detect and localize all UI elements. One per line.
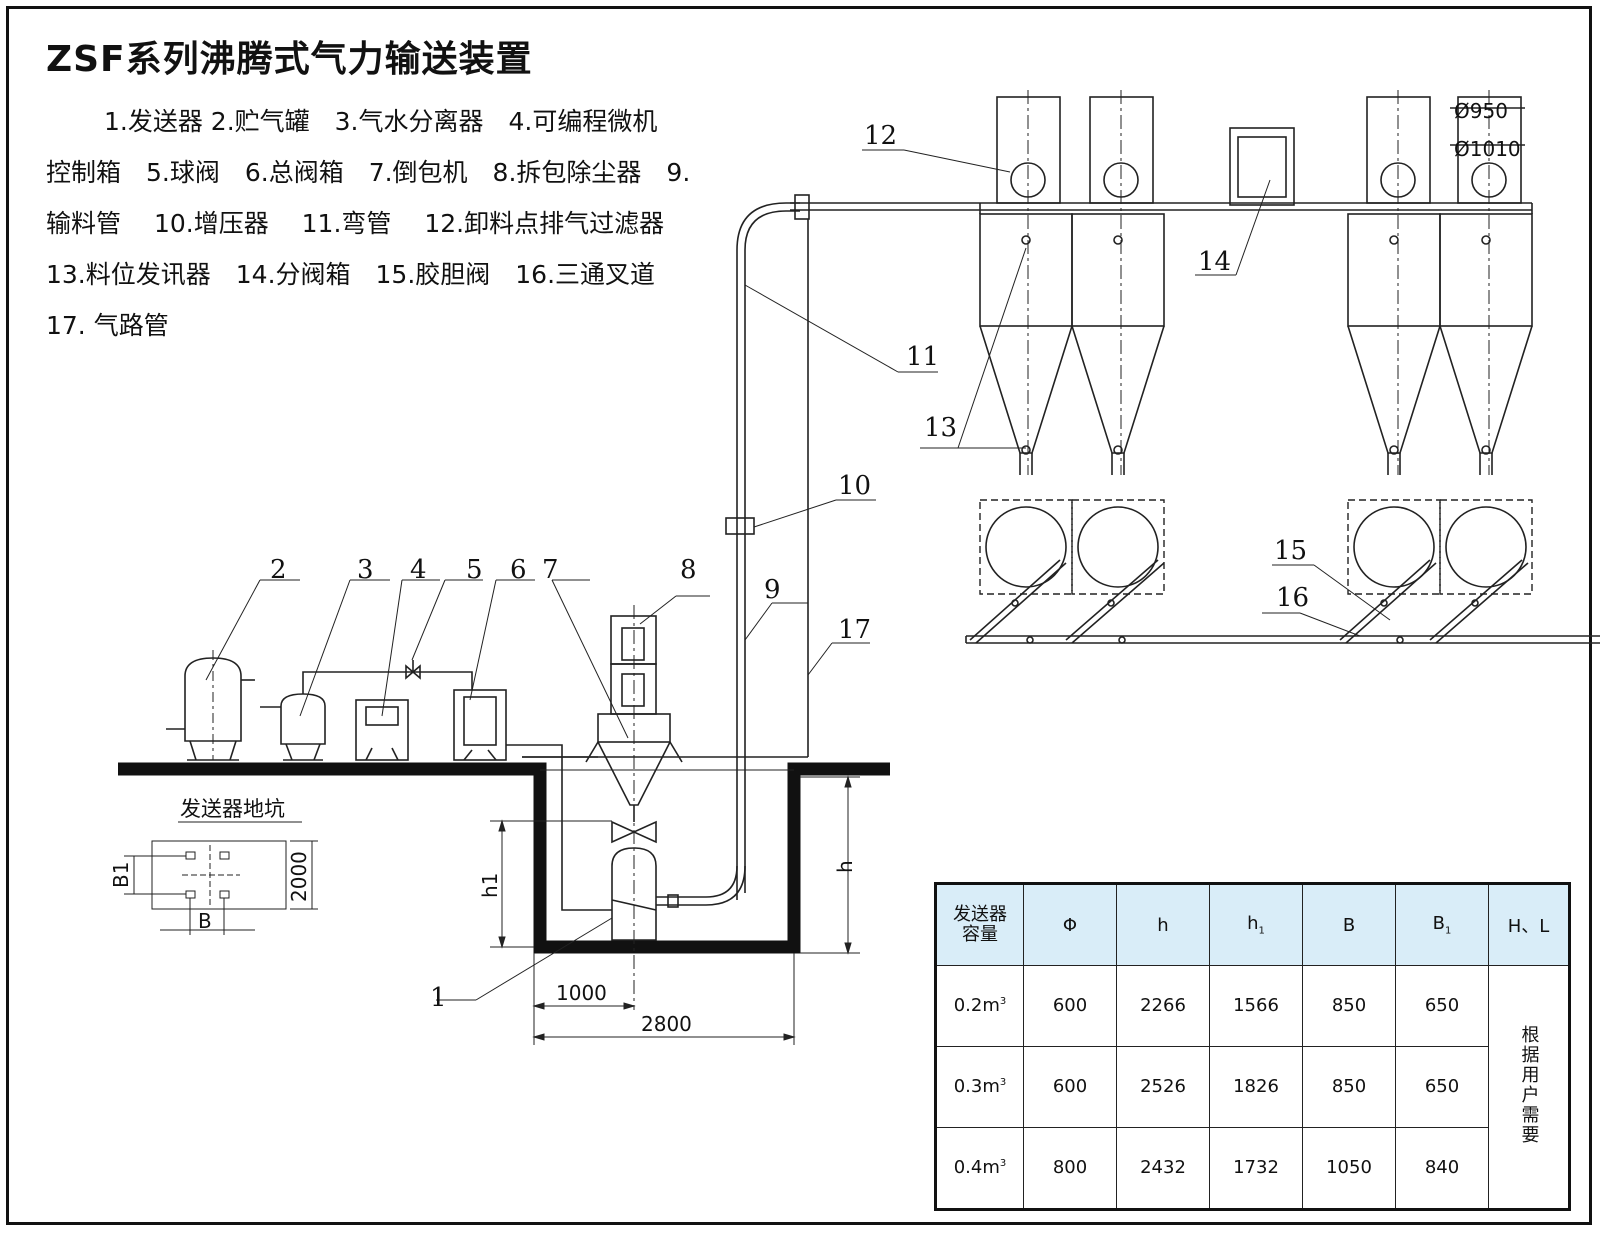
cell-capacity: 0.3m3	[935, 1045, 1024, 1128]
dim-phi1010: Ø1010	[1454, 137, 1521, 161]
callout-14: 14	[1198, 247, 1231, 277]
separator-tank	[280, 693, 326, 745]
pipe-flange	[794, 194, 810, 220]
cell-h1: 1732	[1209, 1126, 1303, 1211]
callout-7: 7	[542, 555, 559, 585]
pit-plan	[124, 821, 318, 935]
legend-line: 13.料位发讯器 14.分阀箱 15.胶胆阀 16.三通叉道	[46, 260, 656, 289]
distribution-box-inner	[1237, 136, 1287, 198]
table-header: Φ	[1023, 883, 1117, 966]
callout-5: 5	[466, 555, 483, 585]
leader-lines	[205, 149, 1391, 1001]
parts-legend: 1.发送器 2.贮气罐 3.气水分离器 4.可编程微机 控制箱 5.球阀 6.总…	[46, 96, 696, 351]
legend-line: 1.发送器 2.贮气罐 3.气水分离器 4.可编程微机	[104, 107, 658, 136]
cell-b1: 650	[1395, 1045, 1489, 1128]
callout-11: 11	[906, 342, 939, 372]
callout-12: 12	[864, 121, 897, 151]
legend-line: 控制箱 5.球阀 6.总阀箱 7.倒包机 8.拆包除尘器 9.	[46, 158, 691, 187]
cell-capacity: 0.4m3	[935, 1126, 1024, 1211]
cell-h: 2526	[1116, 1045, 1210, 1128]
cell-b1: 840	[1395, 1126, 1489, 1211]
callout-15: 15	[1274, 536, 1307, 566]
pit-valve	[611, 820, 657, 844]
callout-17: 17	[838, 615, 871, 645]
table-header: B	[1302, 883, 1396, 966]
table-header: h1	[1209, 883, 1303, 966]
silo-cone	[1347, 325, 1441, 454]
cell-h: 2432	[1116, 1126, 1210, 1211]
callout-16: 16	[1276, 583, 1309, 613]
legend-line: 输料管 10.增压器 11.弯管 12.卸料点排气过滤器	[46, 209, 665, 238]
control-cabinet	[355, 699, 409, 761]
silo-body	[979, 213, 1073, 327]
spec-table: 发送器 容量 Φ h h1 B B1 H、L 0.2m3 600 2266 15…	[934, 882, 1571, 1211]
table-header: 发送器 容量	[935, 883, 1024, 966]
dim-2800: 2800	[641, 1012, 692, 1036]
callout-8: 8	[680, 555, 697, 585]
transmitter	[611, 847, 657, 941]
legend-line: 17. 气路管	[46, 311, 169, 340]
cell-b: 850	[1302, 1045, 1396, 1128]
silo-cone	[979, 325, 1073, 454]
ball-valve	[405, 664, 421, 680]
callout-6: 6	[510, 555, 527, 585]
table-header: B1	[1395, 883, 1489, 966]
cell-note: 根据用户需要	[1488, 965, 1570, 1210]
callout-1: 1	[430, 983, 447, 1013]
main-valve-box	[453, 689, 507, 761]
equipment-group	[166, 605, 746, 1010]
table-header-row: 发送器 容量 Φ h h1 B B1 H、L	[935, 883, 1570, 966]
silo-body	[1439, 213, 1533, 327]
cell-capacity: 0.2m3	[935, 965, 1024, 1047]
callout-4: 4	[410, 555, 427, 585]
silo-body	[1071, 213, 1165, 327]
dim-h: h	[833, 860, 857, 873]
cell-h: 2266	[1116, 965, 1210, 1047]
conveying-pipe	[522, 194, 810, 900]
callout-10: 10	[838, 471, 871, 501]
dim-1000: 1000	[556, 981, 607, 1005]
cell-h1: 1566	[1209, 965, 1303, 1047]
note-text: 根据用户需要	[1518, 1024, 1540, 1145]
dim-2000: 2000	[287, 851, 311, 902]
distribution-box	[1229, 127, 1295, 206]
cell-phi: 600	[1023, 1045, 1117, 1128]
cell-phi: 600	[1023, 965, 1117, 1047]
cell-h1: 1826	[1209, 1045, 1303, 1128]
cell-b1: 650	[1395, 965, 1489, 1047]
air-tank	[184, 657, 242, 742]
silo-body	[1347, 213, 1441, 327]
pit-dimensions	[490, 775, 860, 1045]
callout-9: 9	[764, 575, 781, 605]
dim-h1: h1	[478, 873, 502, 898]
dim-b: B	[198, 909, 212, 933]
page-title: ZSF系列沸腾式气力输送装置	[46, 39, 533, 80]
silo-group	[790, 90, 1600, 644]
booster	[725, 517, 755, 535]
dim-b1: B1	[109, 862, 133, 888]
silo-cone	[1071, 325, 1165, 454]
ground-and-pit	[118, 762, 890, 954]
cell-b: 1050	[1302, 1126, 1396, 1211]
cell-b: 850	[1302, 965, 1396, 1047]
border-frame	[6, 6, 1592, 1225]
pit-plan-label: 发送器地坑	[180, 797, 285, 821]
table-header: H、L	[1488, 883, 1570, 966]
callout-13: 13	[924, 413, 957, 443]
callout-3: 3	[357, 555, 374, 585]
table-header: h	[1116, 883, 1210, 966]
table-row: 0.3m3 600 2526 1826 850 650	[935, 1045, 1570, 1128]
table-row: 0.4m3 800 2432 1732 1050 840	[935, 1126, 1570, 1211]
callout-2: 2	[270, 555, 287, 585]
silo-cone	[1439, 325, 1533, 454]
cell-phi: 800	[1023, 1126, 1117, 1211]
table-row: 0.2m3 600 2266 1566 850 650 根据用户需要	[935, 965, 1570, 1210]
dim-phi950: Ø950	[1454, 99, 1508, 123]
